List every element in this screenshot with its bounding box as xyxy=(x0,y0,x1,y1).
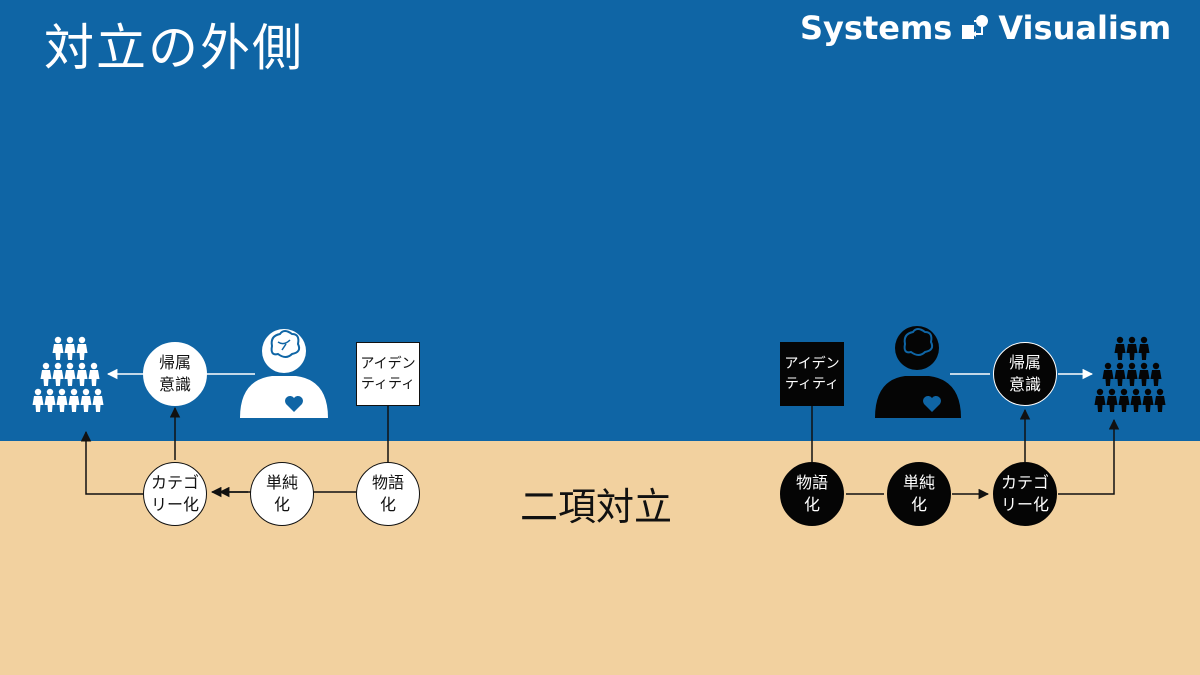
right-categorization-node: カテゴ リー化 xyxy=(993,462,1057,526)
brand-logo: Systems Visualism xyxy=(800,8,1171,48)
binary-opposition-label: 二項対立 xyxy=(520,485,673,529)
brand-right-word: Visualism xyxy=(998,9,1172,47)
right-categorization-label: カテゴ リー化 xyxy=(1000,473,1049,514)
right-simplification-node: 単純 化 xyxy=(887,462,951,526)
right-arrow-category-to-group xyxy=(1058,418,1120,495)
right-identity-label: アイデン ティティ xyxy=(784,356,840,392)
right-heart-icon xyxy=(923,396,941,412)
right-narrativization-label: 物語 化 xyxy=(795,473,828,514)
left-heart-icon xyxy=(285,396,303,412)
left-identity-label: アイデン ティティ xyxy=(360,356,416,392)
brand-left-word: Systems xyxy=(800,9,953,47)
left-identity-node: アイデン ティティ xyxy=(356,342,420,406)
right-brain-head-icon xyxy=(875,326,961,418)
right-narrativization-node: 物語 化 xyxy=(780,462,844,526)
right-simplification-label: 単純 化 xyxy=(902,473,935,514)
right-belonging-node: 帰属 意識 xyxy=(993,342,1057,406)
left-narrativization-node: 物語 化 xyxy=(356,462,420,526)
right-belonging-label: 帰属 意識 xyxy=(1008,353,1041,394)
left-categorization-node: カテゴ リー化 xyxy=(143,462,207,526)
right-identity-node: アイデン ティティ xyxy=(780,342,844,406)
left-simplification-label: 単純 化 xyxy=(265,473,298,514)
left-brain-head-icon xyxy=(240,329,328,418)
left-categorization-label: カテゴ リー化 xyxy=(150,473,199,514)
left-belonging-node: 帰属 意識 xyxy=(143,342,207,406)
logo-flow-icon xyxy=(962,15,989,39)
left-group-people-icon xyxy=(32,336,104,412)
left-belonging-label: 帰属 意識 xyxy=(158,353,191,394)
page-title: 対立の外側 xyxy=(44,19,304,77)
left-narrativization-label: 物語 化 xyxy=(371,473,404,514)
right-group-people-icon xyxy=(1094,336,1166,412)
left-arrow-category-to-group xyxy=(80,430,143,495)
left-simplification-node: 単純 化 xyxy=(250,462,314,526)
